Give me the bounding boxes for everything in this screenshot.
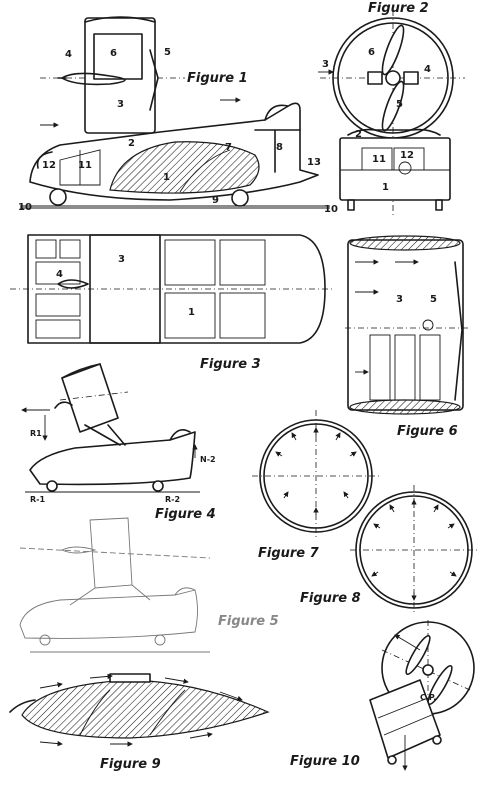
figure-7-caption: Figure 7: [258, 546, 320, 561]
fig2-label-6: 6: [368, 47, 375, 58]
fig2-label-4: 4: [424, 64, 431, 75]
propeller-blade: [149, 49, 159, 111]
fig4-label-r-2: R-2: [165, 495, 180, 504]
fig1-label-1: 1: [163, 172, 170, 183]
fig4-label-r1: R1: [30, 429, 42, 438]
figure-2-front-view: Figure 2 6 3 4 5 2 11 12 1 10: [318, 1, 465, 215]
fig1-label-10: 10: [18, 202, 32, 213]
fig1-label-8: 8: [276, 142, 283, 153]
figure-6-caption: Figure 6: [397, 424, 458, 439]
fig1-label-5: 5: [164, 47, 171, 58]
fig6-label-3: 3: [396, 294, 403, 305]
fig9-airfoil: [21, 679, 270, 739]
fig4-label-n2: N-2: [200, 455, 216, 464]
figure-1-caption: Figure 1: [187, 71, 248, 86]
fig1-label-9: 9: [212, 195, 219, 206]
fig7-pressure-arrows: [275, 427, 357, 515]
fan-duct-tower: [84, 17, 156, 134]
rear-wheel: [231, 189, 249, 207]
fig3-label-3: 3: [118, 254, 125, 265]
fig6-label-5: 5: [430, 294, 437, 305]
figure-4-caption: Figure 4: [155, 507, 216, 522]
fig2-label-10: 10: [324, 204, 338, 215]
figure-5-faint-side-view: Figure 5: [19, 517, 279, 653]
fig4-label-r-1: R-1: [30, 495, 45, 504]
figure-8-caption: Figure 8: [300, 591, 361, 606]
figure-10-tilted-view: C.P. Figure 10: [290, 620, 475, 771]
figure-4-force-diagram: R1 N-2 R-1 R-2 Figure 4: [21, 363, 216, 522]
fig2-label-1: 1: [382, 182, 389, 193]
figure-5-caption: Figure 5: [218, 614, 279, 629]
figure-7-pressure-ring: Figure 7: [252, 410, 382, 561]
engine-nacelle: [61, 72, 126, 86]
hatched-wing-section: [109, 141, 260, 194]
fig2-label-5: 5: [396, 99, 403, 110]
fuselage-body: [29, 102, 319, 201]
propeller-upper-blade: [381, 24, 405, 76]
fig4-tilted-duct: [61, 363, 119, 433]
fig8-pressure-arrows: [371, 499, 457, 601]
figure-8-pressure-ring: Figure 8: [300, 485, 478, 615]
fig3-label-4: 4: [56, 269, 63, 280]
fig1-label-7: 7: [225, 142, 232, 153]
figure-1-side-view: Figure 1 4 6 5 3 2 7 8 12 11 1 13 10 9: [18, 16, 330, 213]
figure-3-caption: Figure 3: [200, 357, 261, 372]
figure-10-caption: Figure 10: [290, 754, 360, 769]
fig2-label-2: 2: [355, 129, 362, 140]
fig1-label-2: 2: [128, 138, 135, 149]
fuselage-front-section: [339, 137, 451, 201]
fig3-label-1: 1: [188, 307, 195, 318]
fig1-label-11: 11: [78, 160, 92, 171]
fig10-label-cp: C.P.: [420, 693, 436, 702]
figure-2-caption: Figure 2: [368, 1, 429, 16]
fig1-label-13: 13: [307, 157, 321, 168]
fig6-propeller: [454, 261, 463, 401]
fig1-label-3: 3: [117, 99, 124, 110]
fig1-label-12: 12: [42, 160, 56, 171]
figure-9-airfoil-section: Figure 9: [9, 673, 270, 772]
figure-9-caption: Figure 9: [100, 757, 161, 772]
fig2-label-3: 3: [322, 59, 329, 70]
fig4-fuselage: [29, 431, 196, 486]
fig2-label-12: 12: [400, 150, 414, 161]
fig10-tilted-body: [369, 679, 441, 759]
fig1-label-4: 4: [65, 49, 72, 60]
figure-3-plan-view: 3 4 1 Figure 3: [10, 234, 335, 372]
fig2-label-11: 11: [372, 154, 386, 165]
duct-cylinder: [347, 239, 464, 411]
front-wheel: [49, 188, 67, 206]
figure-6-duct-section: 3 5 Figure 6: [345, 235, 470, 439]
propeller-lower-blade: [381, 80, 405, 132]
propeller-hub: [385, 70, 401, 86]
fig1-label-6: 6: [110, 48, 117, 59]
plan-outline: [27, 234, 326, 344]
